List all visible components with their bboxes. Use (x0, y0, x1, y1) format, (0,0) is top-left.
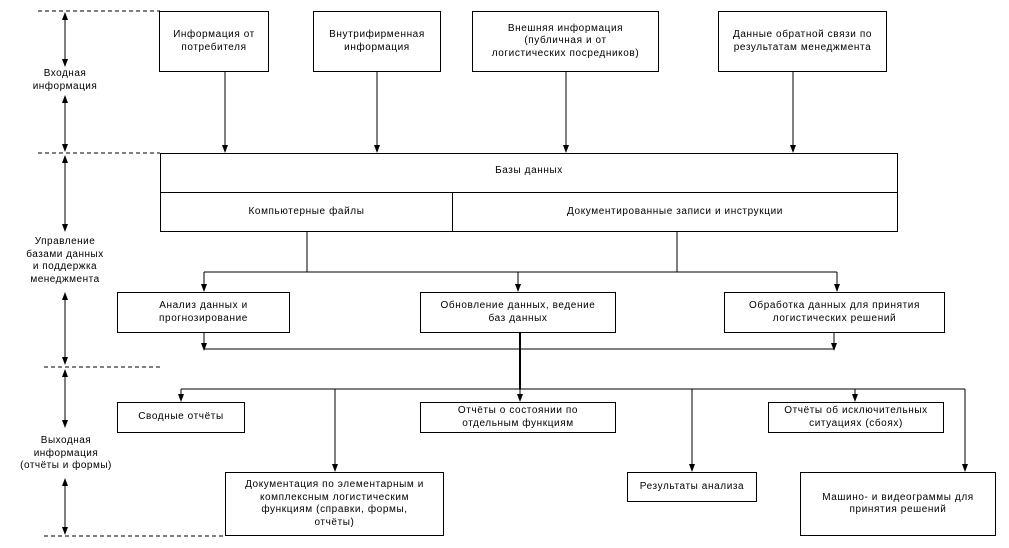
input-range-arrow-top-top-head (62, 12, 68, 20)
arrow-to-exceptions-head (852, 394, 858, 402)
section-label-management: Управление базами данных и поддержка мен… (26, 236, 104, 285)
arrow-external-to-db-head (563, 145, 569, 153)
input-box-internal: Внутрифирменная информация (313, 11, 441, 72)
process-box-analysis: Анализ данных и прогнозирование (117, 292, 290, 333)
input-range-arrow-top-bottom-head (62, 59, 68, 67)
database-divider (161, 192, 897, 193)
output-range-arrow-bottom-bottom-head (62, 527, 68, 535)
arrow-to-media-head (962, 464, 968, 472)
input-box-feedback: Данные обратной связи по результатам мен… (718, 11, 887, 72)
arrow-analysis-to-collector-head (201, 343, 207, 351)
output-box-analysis: Результаты анализа (627, 472, 757, 502)
management-range-arrow-bottom-top-head (62, 292, 68, 300)
database-block: Базы данных Компьютерные файлы Документи… (160, 153, 898, 232)
output-box-documentation: Документация по элементарным и комплексн… (225, 472, 444, 536)
database-title: Базы данных (495, 165, 563, 176)
output-range-arrow-top-bottom-head (62, 420, 68, 428)
management-range-arrow-top-bottom-head (62, 224, 68, 232)
output-range-arrow-bottom-top-head (62, 478, 68, 486)
arrow-decision-to-collector-head (831, 343, 837, 351)
output-box-exceptions: Отчёты об исключительных ситуациях (сбоя… (768, 402, 944, 433)
database-documented-records: Документированные записи и инструкции (567, 206, 783, 217)
process-box-update: Обновление данных, ведение баз данных (420, 292, 616, 333)
output-box-status: Отчёты о состоянии по отдельным функциям (420, 402, 616, 433)
arrow-consumer-to-db-head (222, 145, 228, 153)
output-range-arrow-top-top-head (62, 369, 68, 377)
input-box-consumer: Информация от потребителя (159, 11, 269, 72)
arrow-to-analysis-results-head (689, 464, 695, 472)
section-label-input: Входная информация (32, 68, 98, 92)
arrow-to-analysis-head (201, 284, 207, 292)
database-computer-files: Компьютерные файлы (248, 206, 365, 217)
arrow-to-update-head (515, 284, 521, 292)
output-box-summary: Сводные отчёты (117, 402, 245, 433)
arrow-internal-to-db-head (374, 145, 380, 153)
input-box-external: Внешняя информация (публичная и от логис… (472, 11, 659, 72)
arrow-to-documentation-head (332, 464, 338, 472)
management-range-arrow-top-top-head (62, 155, 68, 163)
input-range-arrow-bottom-top-head (62, 95, 68, 103)
process-box-decision: Обработка данных для принятия логистичес… (724, 292, 945, 333)
arrow-to-summary-head (178, 394, 184, 402)
arrow-to-decision-head (834, 284, 840, 292)
output-box-media: Машино- и видеограммы для принятия решен… (800, 472, 996, 536)
input-range-arrow-bottom-bottom-head (62, 144, 68, 152)
database-split (452, 192, 453, 231)
section-label-output: Выходная информация (отчёты и формы) (20, 435, 112, 471)
management-range-arrow-bottom-bottom-head (62, 357, 68, 365)
arrow-feedback-to-db-head (790, 145, 796, 153)
arrow-to-status-head (517, 394, 523, 402)
